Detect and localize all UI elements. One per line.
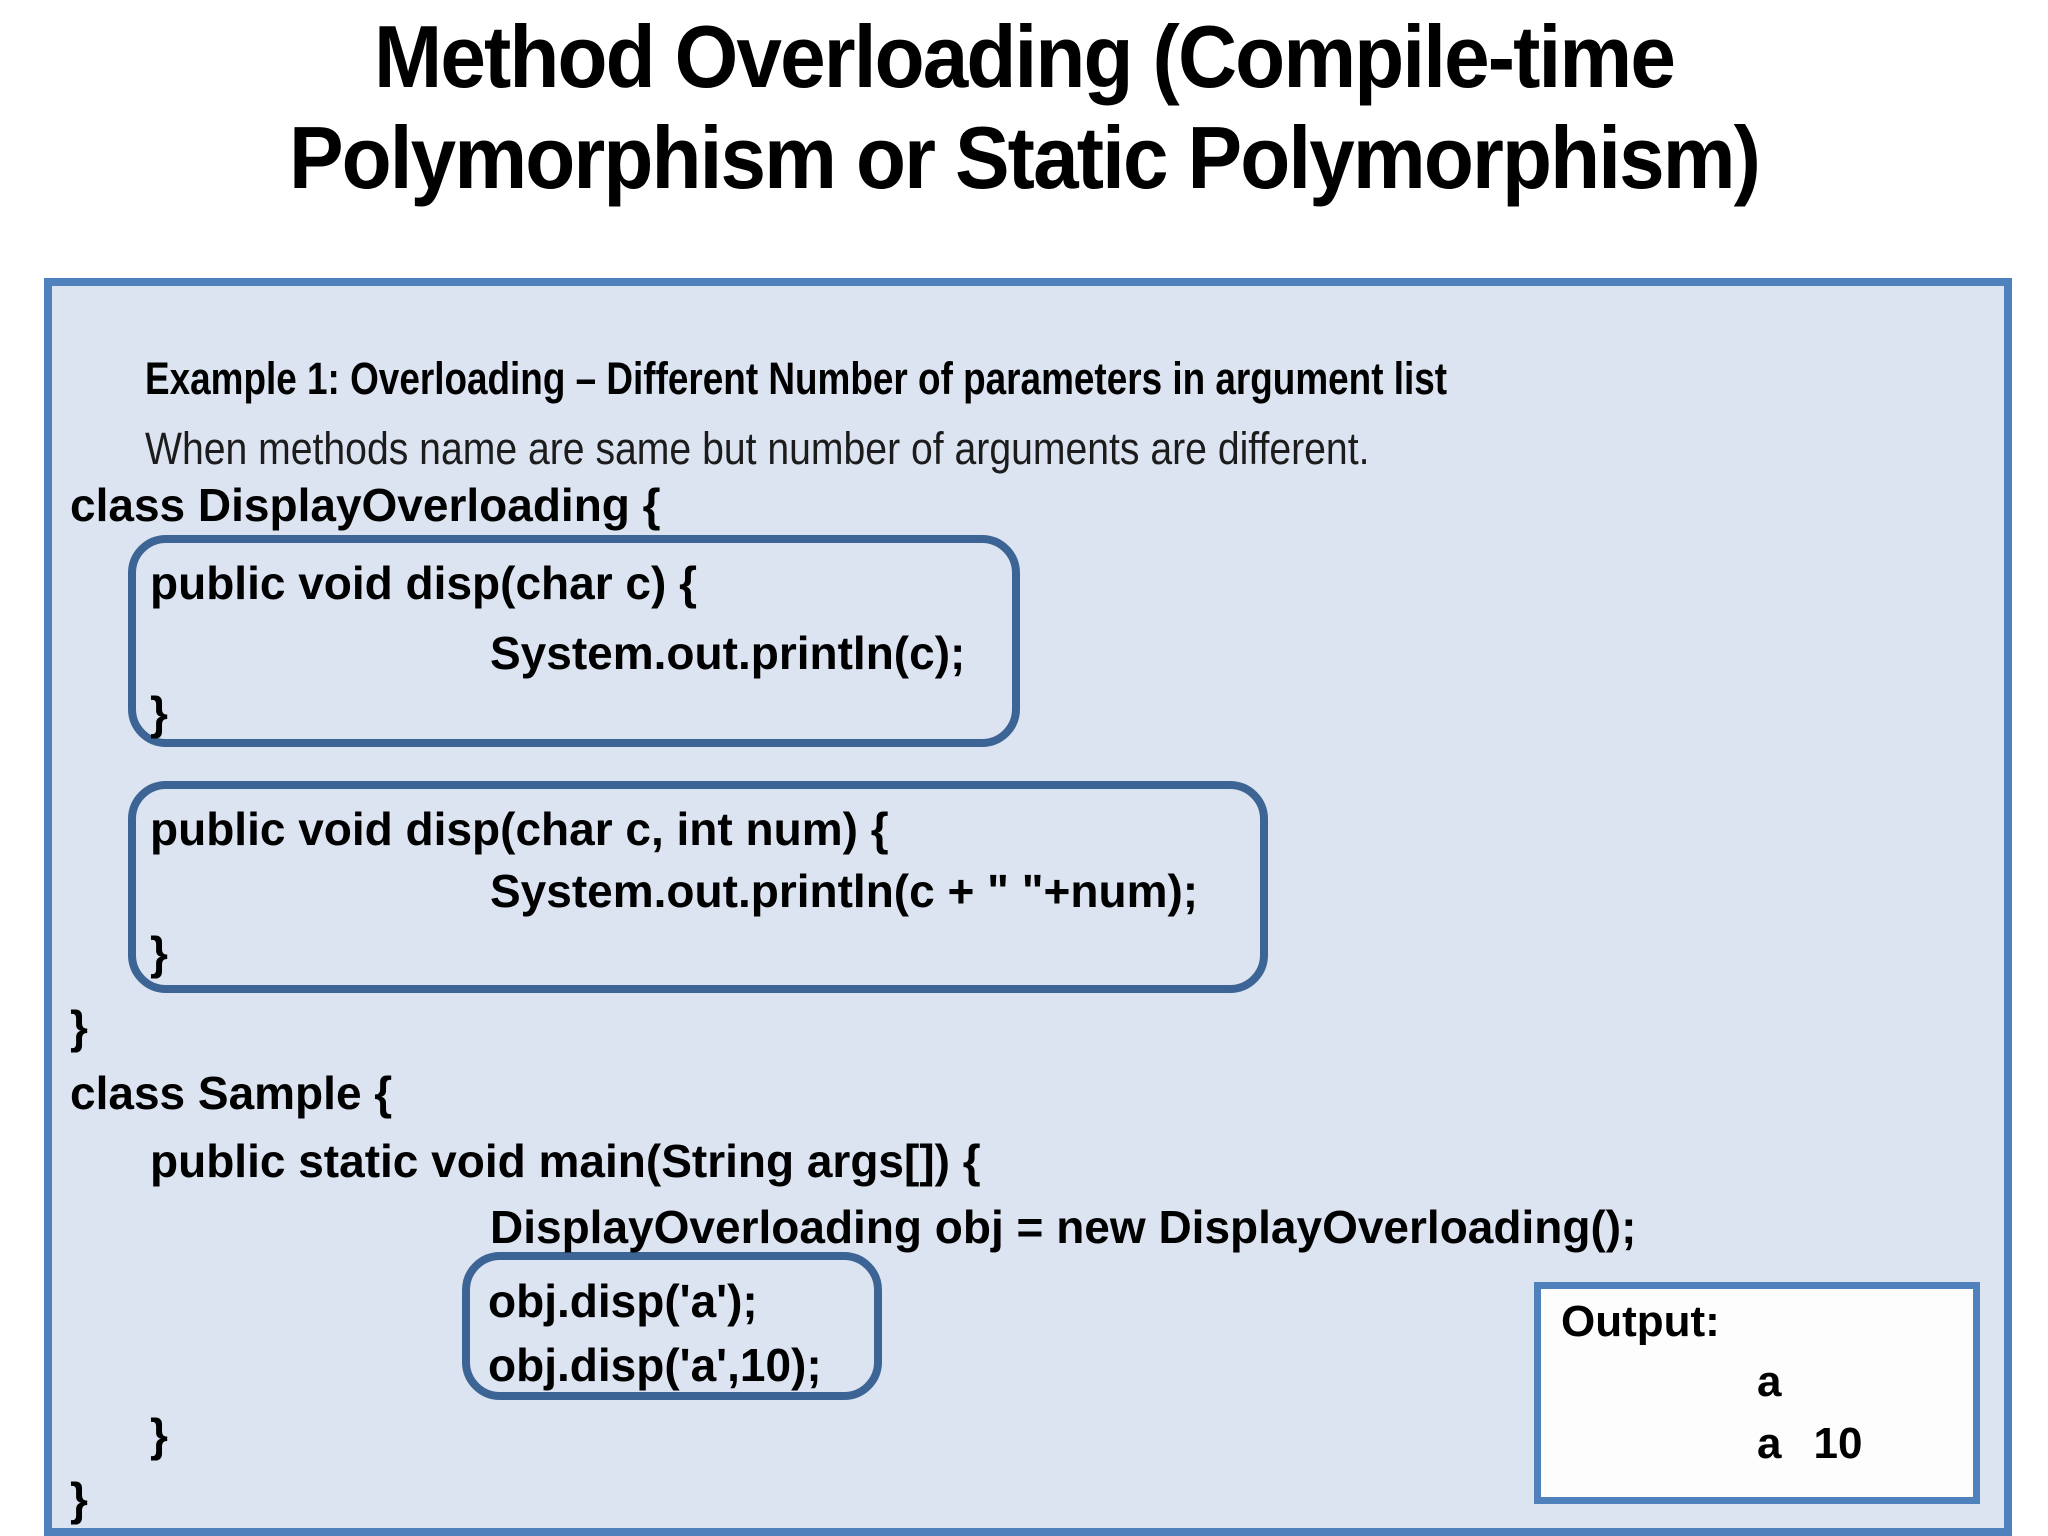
- output-label: Output:: [1561, 1297, 1720, 1346]
- code-line-method2-close: }: [150, 927, 168, 979]
- code-line-class-display-open: class DisplayOverloading {: [70, 479, 661, 531]
- code-line-method2-signature: public void disp(char c, int num) {: [150, 803, 889, 855]
- panel-subheading: When methods name are same but number of…: [145, 423, 1370, 474]
- output-line2: a 10: [1757, 1419, 1862, 1469]
- slide-title: Method Overloading (Compile-time Polymor…: [72, 6, 1977, 208]
- example-panel-content: Example 1: Overloading – Different Numbe…: [52, 286, 2004, 1528]
- code-line-call1: obj.disp('a');: [488, 1275, 758, 1327]
- output-line2-char: a: [1757, 1419, 1782, 1468]
- example-panel: Example 1: Overloading – Different Numbe…: [44, 278, 2012, 1536]
- slide-title-line2: Polymorphism or Static Polymorphism): [288, 108, 1761, 207]
- output-line2-num: 10: [1813, 1419, 1863, 1468]
- code-line-class-display-close: }: [70, 1001, 88, 1053]
- code-line-main-signature: public static void main(String args[]) {: [150, 1135, 981, 1187]
- code-line-method2-body: System.out.println(c + " "+num);: [490, 865, 1199, 917]
- method2-highlight-box: [128, 781, 1268, 993]
- slide-title-line1: Method Overloading (Compile-time: [374, 7, 1676, 106]
- output-line1: a: [1757, 1357, 1782, 1406]
- output-box: Output: a a 10: [1534, 1282, 1980, 1504]
- code-line-method1-signature: public void disp(char c) {: [150, 557, 697, 609]
- code-line-method1-body: System.out.println(c);: [490, 627, 966, 679]
- code-line-main-close: }: [150, 1409, 168, 1461]
- code-line-class-sample-open: class Sample {: [70, 1067, 393, 1119]
- calls-highlight-box: [462, 1252, 882, 1400]
- code-line-method1-close: }: [150, 687, 168, 739]
- method1-highlight-box: [128, 535, 1020, 747]
- panel-heading: Example 1: Overloading – Different Numbe…: [145, 353, 1448, 404]
- code-line-object-creation: DisplayOverloading obj = new DisplayOver…: [490, 1201, 1637, 1253]
- code-line-call2: obj.disp('a',10);: [488, 1339, 822, 1391]
- code-line-class-sample-close: }: [70, 1473, 88, 1525]
